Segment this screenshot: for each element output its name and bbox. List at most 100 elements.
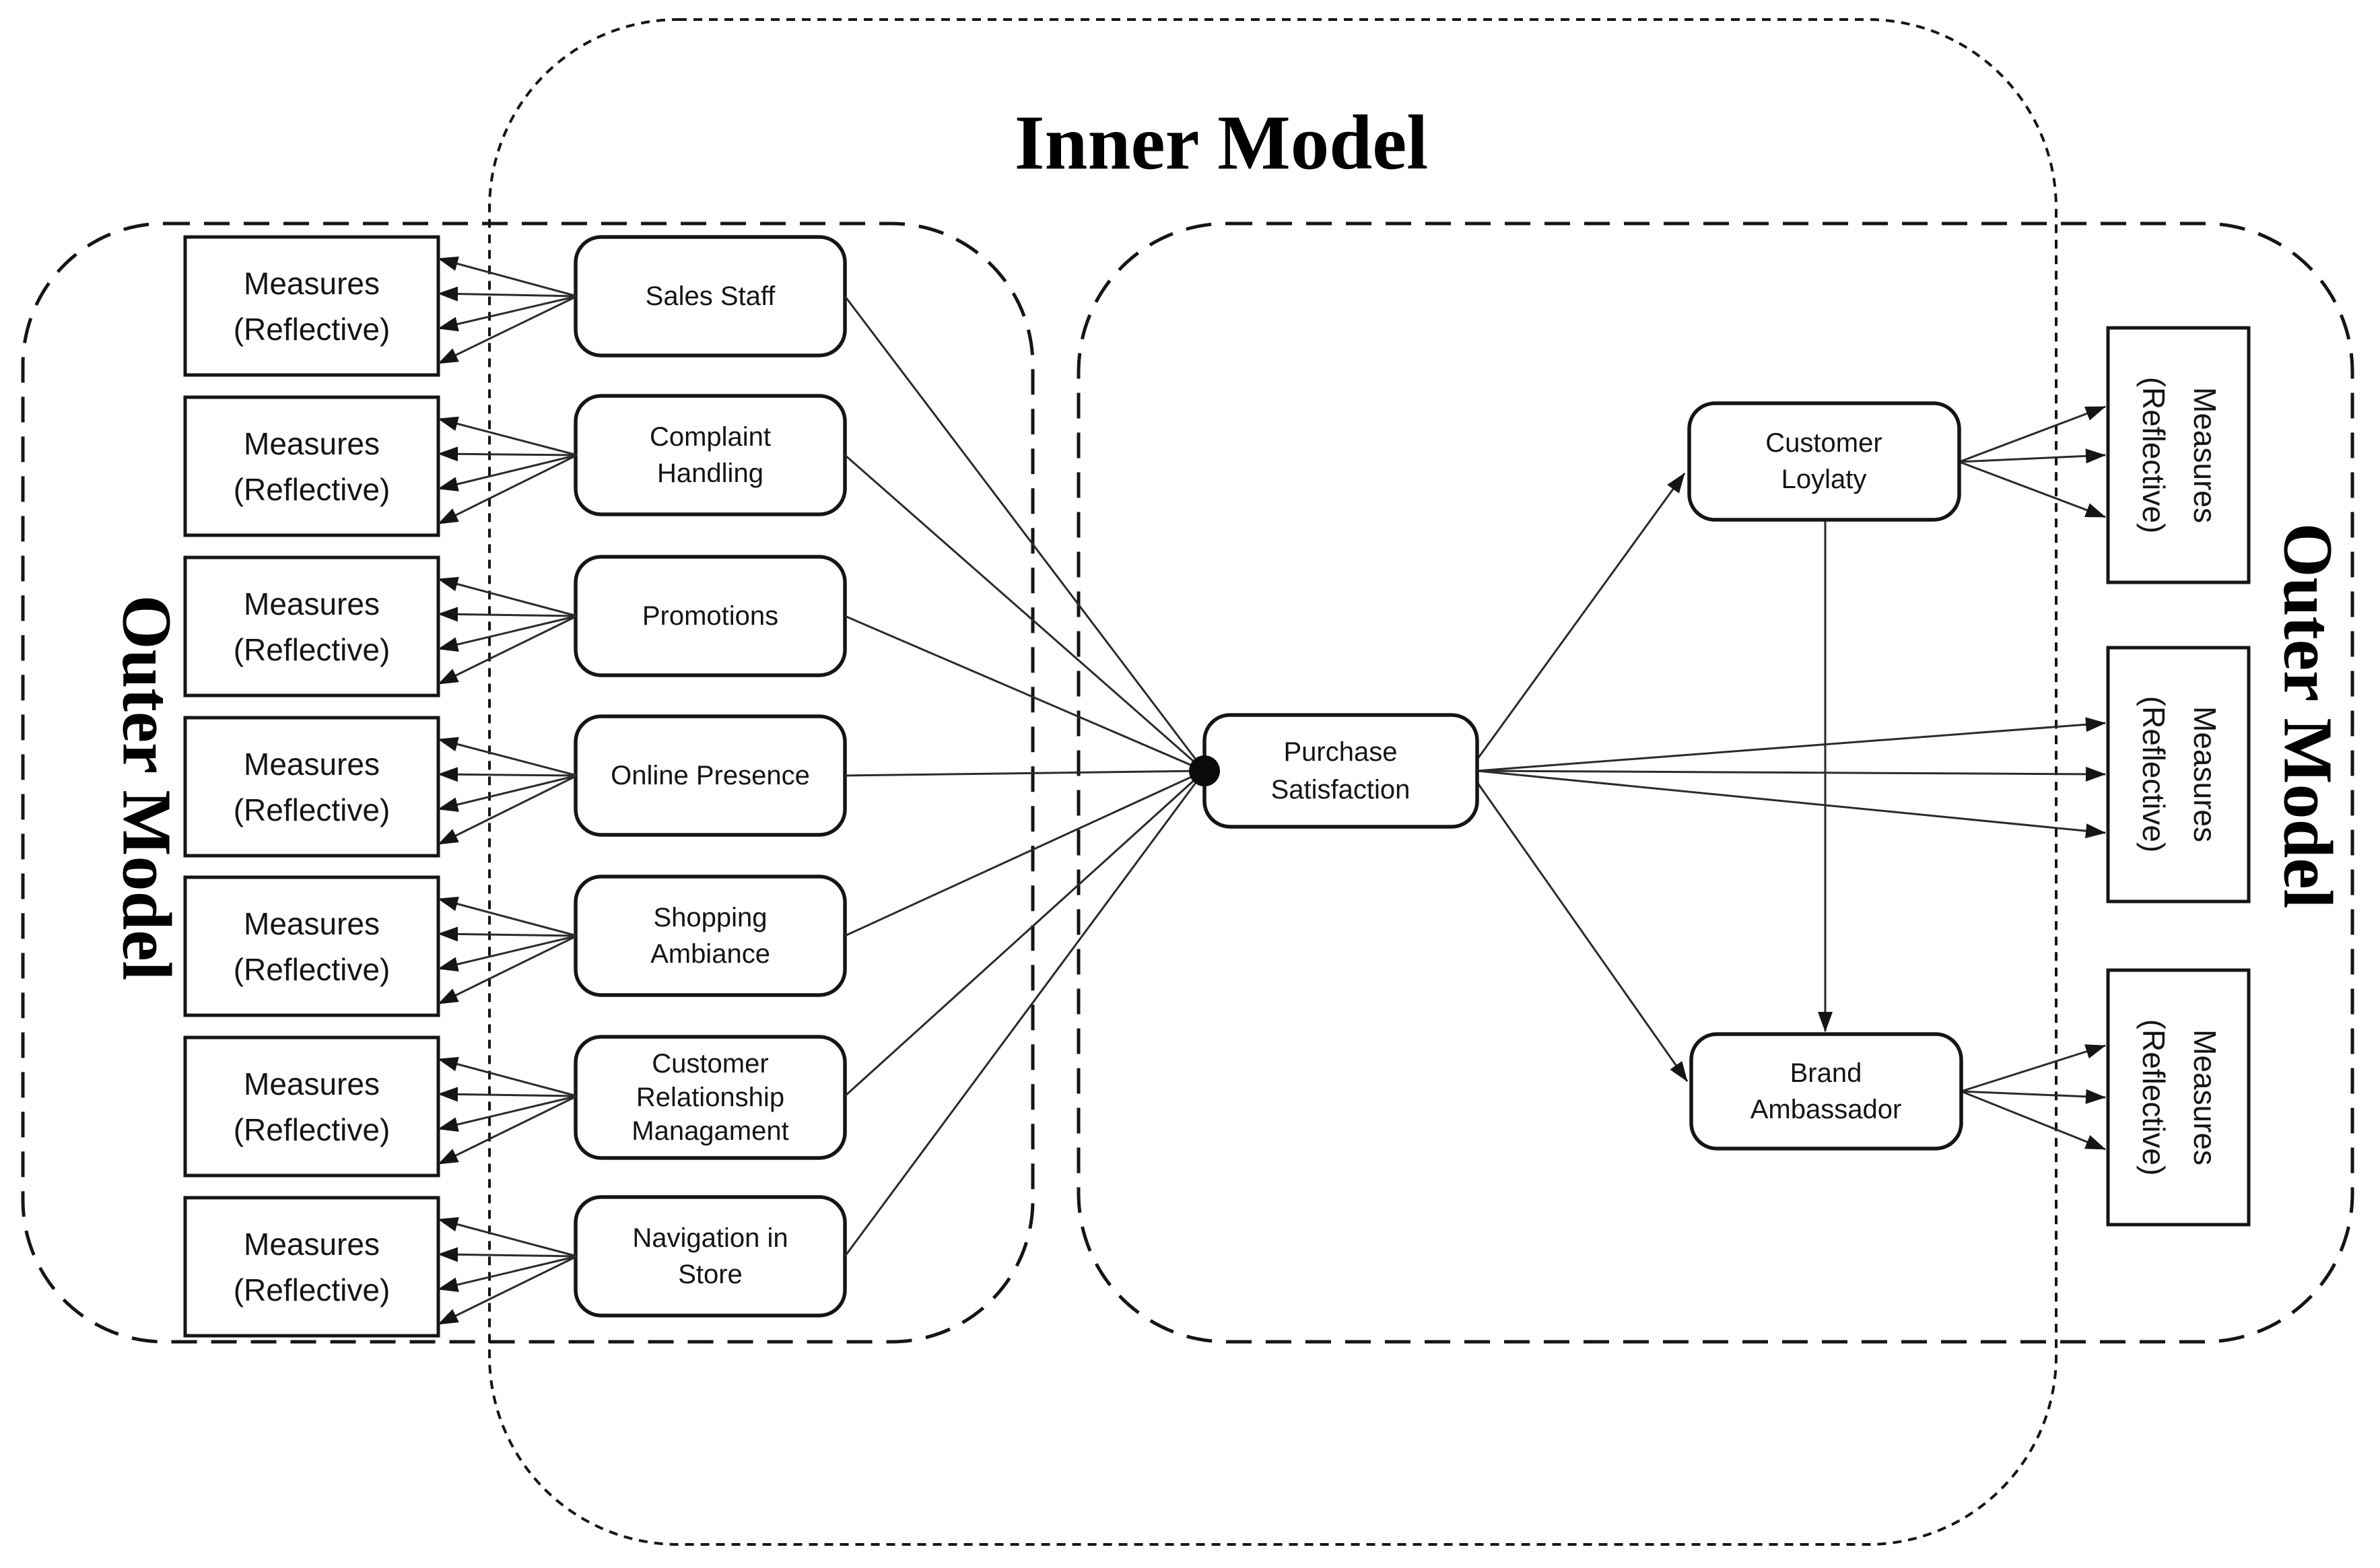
outer-model-left-title: Outer Model [108,595,186,981]
measures-box-left-5: Measures (Reflective) [183,875,440,1017]
indicator-arrow [1959,405,2106,463]
measures-label: Measures [244,426,380,461]
measures-box-right-1: Measures (Reflective) [2106,326,2251,584]
indicator-arrow [438,767,578,782]
indicator-arrow [1961,1044,2106,1093]
indicator-arrow [438,615,578,652]
construct-label: Relationship [636,1083,784,1112]
measures-label: (Reflective) [2136,1019,2171,1176]
measures-label: (Reflective) [234,472,390,507]
indicator-arrow [438,1217,578,1258]
construct-rect [1689,1032,1963,1151]
measures-label: Measures [2187,1029,2222,1165]
structural-paths-right [1476,405,2106,1151]
indicator-arrow [438,576,578,617]
construct-rect [1202,713,1479,829]
measures-label: Measures [244,586,380,621]
construct-label: Shopping [653,903,767,932]
indicator-arrow [438,1247,578,1262]
measures-label: Measures [244,1227,380,1262]
construct-rect [574,1195,847,1318]
construct-label: Navigation in [632,1223,788,1253]
indicator-arrow [438,1095,578,1165]
measures-box-right-2: Measures (Reflective) [2106,646,2251,904]
construct-label: Promotions [642,601,778,631]
indicator-arrow [438,286,578,302]
construct-online-presence: Online Presence [574,714,847,837]
measures-rect [183,395,440,537]
indicator-arrow [438,416,578,456]
measures-label: Measures [2187,706,2222,842]
path-complaint-handling-to-purchase-satisfaction [844,454,1205,772]
measures-label: (Reflective) [234,792,390,827]
construct-label: Handling [657,458,763,488]
indicator-arrow [438,774,578,846]
indicator-arrow [1476,766,2106,782]
construct-label: Customer [652,1049,768,1079]
indicator-arrow [438,454,578,491]
indicator-arrow [438,1255,578,1326]
measures-rect [183,875,440,1017]
construct-promotions: Promotions [574,555,847,677]
measures-rect [183,716,440,858]
construct-label: Customer [1765,428,1882,458]
measures-label: (Reflective) [234,952,390,987]
structural-paths-left [844,296,1206,1257]
indicator-arrow [438,615,578,685]
measures-label: (Reflective) [234,312,390,347]
construct-label: Loylaty [1781,465,1867,494]
construct-label: Complaint [650,422,771,452]
convergence-dot [1189,755,1220,786]
outer-model-left-boundary [21,221,1035,1344]
measures-rect [2106,968,2251,1227]
indicator-arrow [1961,1090,2106,1151]
indicator-arrow [438,896,578,937]
construct-customer-relationship-managament: Customer Relationship Managament [574,1035,847,1160]
measures-box-left-3: Measures (Reflective) [183,555,440,697]
measures-label: Measures [244,1066,380,1101]
measures-box-left-1: Measures (Reflective) [183,235,440,377]
measures-label: (Reflective) [2136,377,2171,534]
measures-label: (Reflective) [2136,696,2171,853]
measures-rect [183,1196,440,1338]
indicator-arrow [1476,770,2106,839]
measures-rect [183,555,440,697]
construct-label: Satisfaction [1271,775,1410,805]
construct-rect [1687,401,1961,522]
indicator-arrow [438,926,578,942]
indicator-arrow [438,737,578,777]
construct-label: Purchase [1284,737,1398,767]
construct-purchase-satisfaction: Purchase Satisfaction [1189,713,1479,829]
construct-label: Sales Staff [646,281,776,311]
measures-label: (Reflective) [234,1272,390,1307]
indicator-arrow [438,295,578,365]
indicator-arrow [438,1087,578,1102]
path-purchase-satisfaction-to-brand-ambassador [1476,782,1689,1082]
measures-box-right-3: Measures (Reflective) [2106,968,2251,1227]
indicator-arrow [438,934,578,972]
indicator-arrow [438,607,578,622]
outer-model-right-title: Outer Model [2270,523,2347,909]
indicator-arrow [438,1095,578,1132]
path-navigation-in-store-to-purchase-satisfaction [844,770,1206,1257]
indicator-arrow [438,454,578,525]
path-promotions-to-purchase-satisfaction [844,615,1205,772]
measures-rect [2106,326,2251,584]
construct-customer-loylaty: Customer Loylaty [1687,401,1961,522]
construct-label: Managament [632,1116,788,1146]
measures-rect [183,235,440,377]
measures-box-left-6: Measures (Reflective) [183,1035,440,1178]
indicator-arrow [438,1255,578,1292]
path-purchase-satisfaction-to-customer-loylaty [1476,473,1686,760]
indicator-arrow [438,934,578,1005]
measures-rect [2106,646,2251,904]
indicator-arrow [438,446,578,462]
indicator-arrow [1959,448,2106,464]
inner-model-boundary [488,18,2058,1546]
measures-label: Measures [244,266,380,301]
path-shopping-ambiance-to-purchase-satisfaction [844,770,1205,937]
construct-rect [574,875,847,997]
construct-navigation-in-store: Navigation in Store [574,1195,847,1318]
